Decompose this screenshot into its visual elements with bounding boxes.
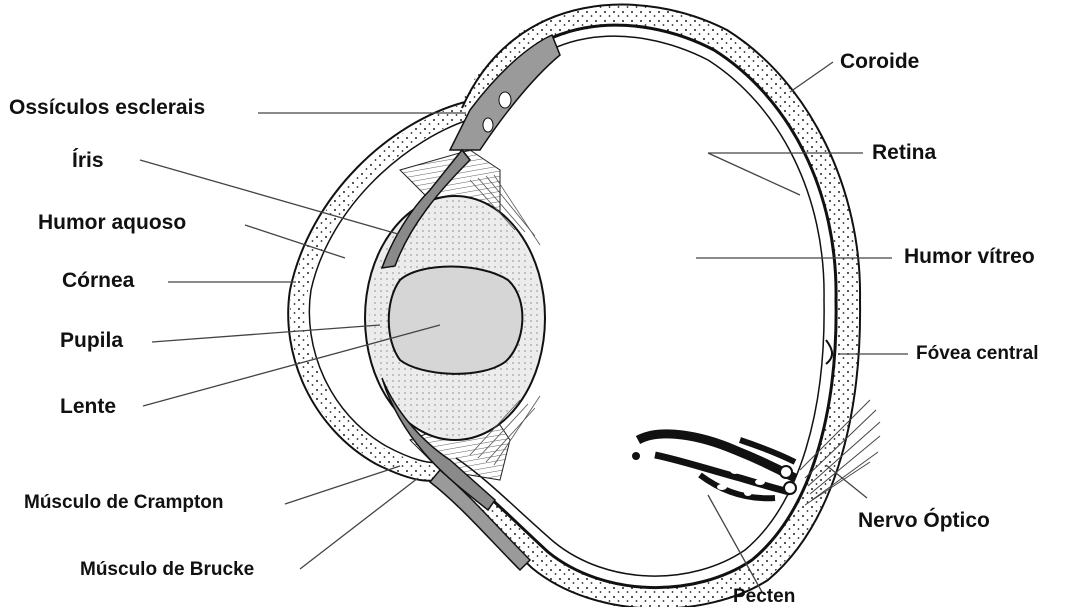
- ossicle-hole-2: [483, 118, 493, 132]
- label-retina: Retina: [872, 142, 936, 163]
- leader-coroide: [790, 62, 833, 92]
- label-nervo-optico: Nervo Óptico: [858, 510, 990, 531]
- label-pupila: Pupila: [60, 330, 123, 351]
- label-musculo-crampton: Músculo de Crampton: [24, 493, 224, 512]
- label-ossiculos-esclerais: Ossículos esclerais: [9, 97, 205, 118]
- label-pecten: Pecten: [733, 587, 795, 606]
- pecten-structure: [632, 434, 796, 498]
- label-humor-aquoso: Humor aquoso: [38, 212, 186, 233]
- label-coroide: Coroide: [840, 51, 919, 72]
- label-humor-vitreo: Humor vítreo: [904, 246, 1035, 267]
- ossicle-hole-1: [499, 92, 511, 108]
- leader-crampton: [285, 466, 400, 504]
- label-musculo-brucke: Músculo de Brucke: [80, 560, 254, 579]
- leader-retina-b: [708, 153, 800, 195]
- fovea-dip: [826, 340, 832, 364]
- leader-brucke: [300, 478, 418, 569]
- label-fovea-central: Fóvea central: [916, 344, 1039, 363]
- label-cornea: Córnea: [62, 270, 134, 291]
- label-lente: Lente: [60, 396, 116, 417]
- leader-pupila: [152, 325, 380, 342]
- label-iris: Íris: [72, 150, 104, 171]
- pupil-shape: [389, 267, 523, 374]
